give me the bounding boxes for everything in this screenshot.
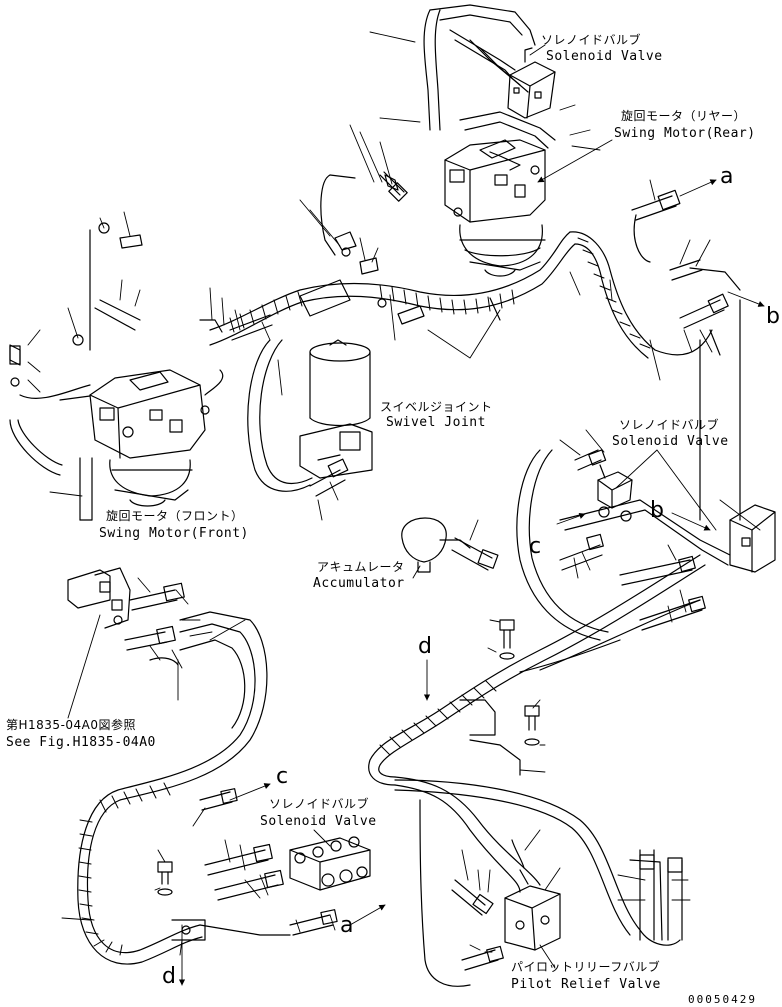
solenoid-valve-bottom bbox=[200, 837, 370, 935]
pilot-relief-valve bbox=[505, 840, 560, 950]
swivel-joint-jp: スイベルジョイント bbox=[380, 400, 493, 414]
spiral-wrap-center bbox=[380, 681, 496, 755]
pilot-relief-valve-jp: パイロットリリーフバルブ bbox=[511, 960, 661, 974]
connection-letter-a-bottom: a bbox=[340, 913, 354, 938]
document-number: 00050429 bbox=[688, 993, 757, 1006]
right-hose-network bbox=[517, 300, 775, 640]
pilot-relief-valve-en: Pilot Relief Valve bbox=[511, 977, 661, 992]
solenoid-valve-bottom-en: Solenoid Valve bbox=[260, 814, 377, 829]
swing-motor-rear bbox=[445, 140, 545, 276]
swing-motor-rear-en: Swing Motor(Rear) bbox=[614, 126, 756, 141]
main-hose-upper bbox=[210, 175, 712, 358]
swing-motor-front-jp: 旋回モータ（フロント） bbox=[106, 509, 244, 523]
connection-letter-b-mid: b bbox=[650, 498, 664, 523]
connection-letter-c-mid: c bbox=[529, 534, 542, 559]
left-hose-bundle bbox=[78, 583, 267, 964]
connection-letter-a-top: a bbox=[720, 164, 734, 189]
bottom-fittings-left bbox=[158, 789, 237, 940]
solenoid-valve-mid bbox=[575, 450, 632, 521]
solenoid-valve-bottom-jp: ソレノイドバルブ bbox=[269, 797, 370, 811]
connection-letter-c-bottom: c bbox=[276, 764, 289, 789]
accumulator-jp: アキュムレータ bbox=[317, 560, 405, 574]
see-fig-jp: 第H1835-04A0図参照 bbox=[6, 718, 137, 732]
swivel-joint bbox=[300, 340, 372, 478]
spiral-wrap-left bbox=[79, 783, 170, 955]
connection-letter-b-right: b bbox=[766, 304, 780, 329]
bottom-right-hoses bbox=[395, 777, 682, 986]
center-main-hose bbox=[369, 555, 705, 785]
bracket-left bbox=[68, 568, 130, 628]
solenoid-valve-mid-jp: ソレノイドバルブ bbox=[619, 418, 720, 432]
accumulator-en: Accumulator bbox=[313, 576, 405, 591]
swing-motor-front-en: Swing Motor(Front) bbox=[99, 526, 249, 541]
connection-letter-d-mid: d bbox=[418, 634, 432, 659]
accumulator bbox=[402, 518, 498, 572]
solenoid-valve-top-jp: ソレノイドバルブ bbox=[541, 33, 642, 47]
swing-motor-rear-jp: 旋回モータ（リヤー） bbox=[621, 109, 747, 123]
leader-lines bbox=[28, 32, 765, 986]
solenoid-valve-mid-en: Solenoid Valve bbox=[612, 434, 729, 449]
swivel-joint-en: Swivel Joint bbox=[386, 415, 486, 430]
swing-motor-front bbox=[90, 370, 209, 506]
mid-hose-loop bbox=[248, 340, 348, 496]
left-fittings bbox=[10, 230, 272, 520]
top-hose-bundle bbox=[424, 5, 555, 148]
spiral-wrap-upper bbox=[230, 238, 650, 348]
solenoid-valve-top-en: Solenoid Valve bbox=[546, 49, 663, 64]
right-fittings-top bbox=[632, 190, 740, 355]
upper-fittings bbox=[99, 172, 500, 324]
solenoid-valve-top bbox=[508, 48, 555, 118]
center-fittings bbox=[460, 620, 539, 775]
see-fig-en: See Fig.H1835-04A0 bbox=[6, 735, 156, 750]
connection-letter-d-bottom: d bbox=[162, 964, 176, 989]
